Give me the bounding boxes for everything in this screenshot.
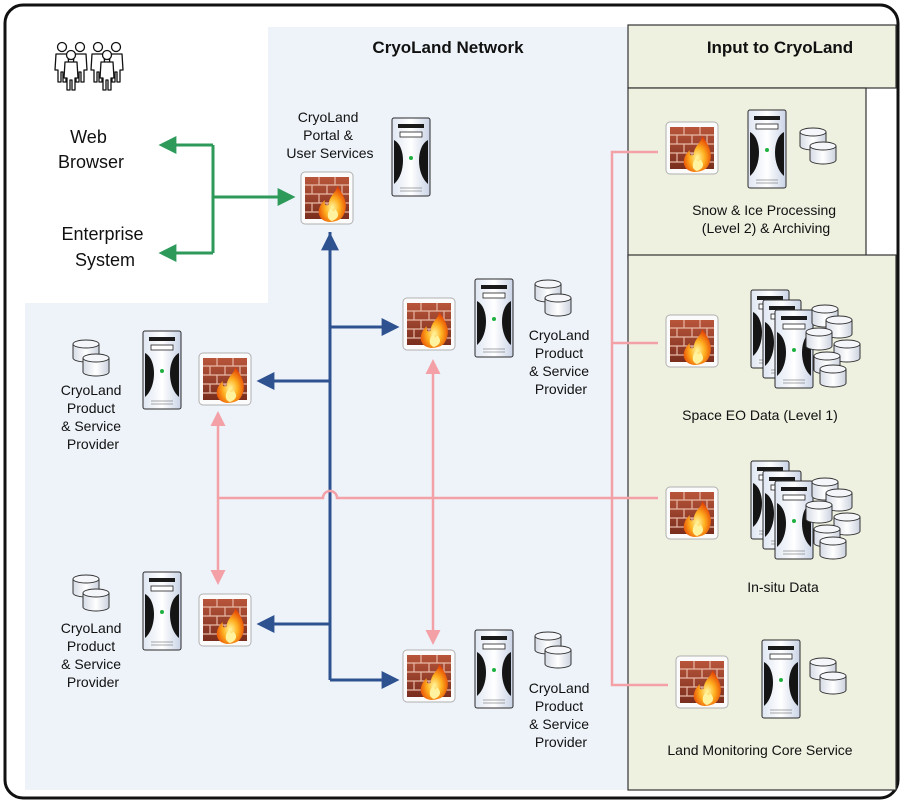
input-header-box [627, 24, 897, 89]
portal-firewall-icon [300, 171, 354, 225]
center-top-firewall-icon [402, 297, 456, 351]
center-bottom-server-icon [474, 629, 514, 709]
left-bottom-firewall-icon [198, 593, 252, 647]
center-top-provider-label: CryoLand Product & Service Provider [529, 327, 594, 397]
land-monitoring-server-icon [761, 639, 801, 719]
center-bottom-firewall-icon [402, 649, 456, 703]
center-top-server-icon [474, 278, 514, 358]
data-feed-links [210, 150, 668, 687]
land-monitoring-label: Land Monitoring Core Service [667, 742, 852, 758]
portal-label: CryoLand Portal & User Services [286, 109, 373, 161]
user-access-links [158, 136, 296, 262]
enterprise-system-label: Enterprise System [61, 224, 148, 270]
portal-server-icon [391, 117, 431, 197]
left-top-firewall-icon [198, 352, 252, 406]
in-situ-firewall-icon [665, 486, 719, 540]
left-bottom-provider-label: CryoLand Product & Service Provider [61, 620, 126, 690]
land-monitoring-firewall-icon [675, 655, 729, 709]
network-title: CryoLand Network [372, 38, 524, 57]
left-top-server-icon [142, 330, 182, 410]
space-eo-label: Space EO Data (Level 1) [682, 407, 838, 423]
left-top-provider-label: CryoLand Product & Service Provider [61, 382, 126, 452]
snow-ice-label: Snow & Ice Processing (Level 2) & Archiv… [692, 202, 840, 236]
space-eo-firewall-icon [665, 314, 719, 368]
in-situ-label: In-situ Data [747, 579, 819, 595]
network-links [256, 232, 400, 689]
web-browser-label: Web Browser [58, 127, 124, 172]
snow-ice-firewall-icon [665, 121, 719, 175]
center-bottom-provider-label: CryoLand Product & Service Provider [529, 680, 594, 750]
input-title: Input to CryoLand [707, 38, 853, 57]
snow-ice-server-icon [747, 109, 787, 189]
left-bottom-server-icon [142, 571, 182, 651]
